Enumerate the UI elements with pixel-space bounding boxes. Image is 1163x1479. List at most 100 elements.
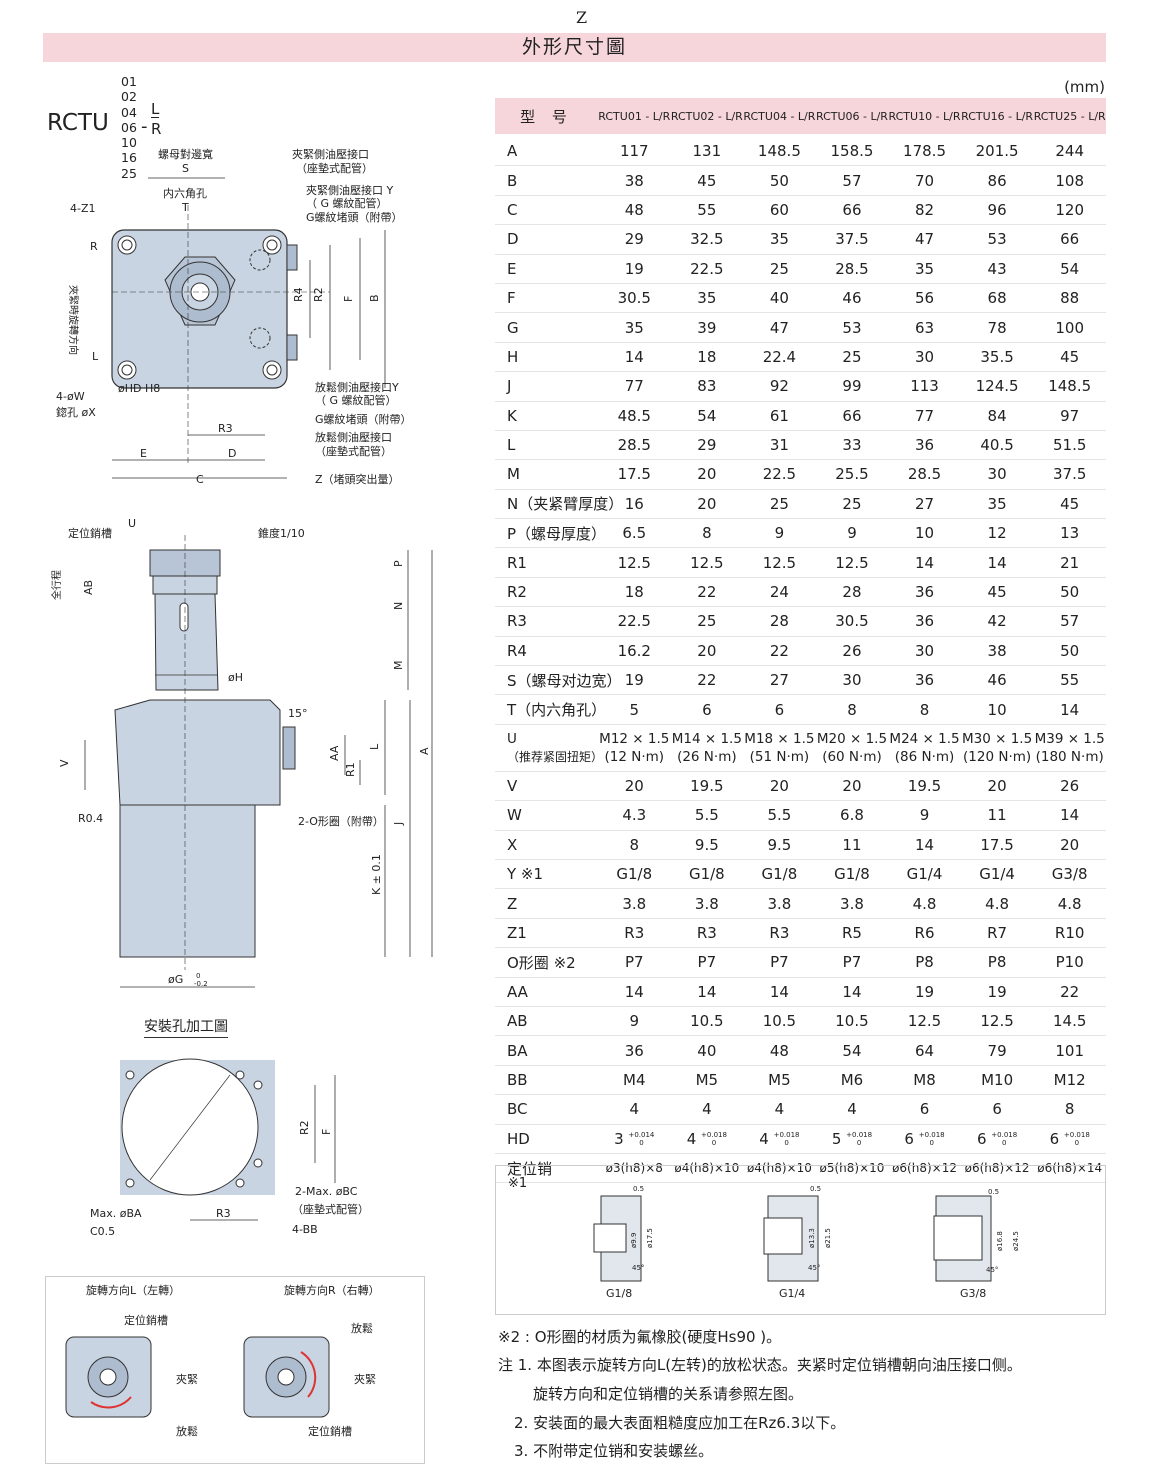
table-cell: G1/8 [670, 859, 744, 890]
table-cell: 10.5 [815, 1006, 889, 1037]
table-cell: G1/4 [960, 859, 1034, 890]
table-cell: 99 [815, 371, 889, 402]
row-label: D [495, 224, 598, 255]
row-label: L [495, 430, 598, 461]
table-cell: G1/4 [888, 859, 961, 890]
table-cell: R3 [598, 918, 671, 949]
table-cell: 9 [598, 1006, 671, 1037]
table-cell: 37.5 [815, 224, 889, 255]
label-d: D [228, 447, 236, 460]
fig-angle: 45° [632, 1264, 644, 1272]
model-dir-r: R [151, 120, 162, 138]
u-sublabel: （推荐紧固扭矩） [507, 749, 604, 764]
table-cell: M10 [960, 1065, 1034, 1096]
table-cell: 14 [598, 977, 671, 1007]
table-cell: 3.8 [743, 888, 816, 919]
table-cell: 30.5 [598, 283, 671, 314]
label-clamp-port-pad: 夾緊側油壓接口 [292, 147, 369, 161]
table-cell: 28.5 [815, 254, 889, 284]
table-cell: R7 [960, 918, 1034, 949]
table-cell: 47 [743, 312, 816, 343]
mount-label-pad-pipe: （座墊式配管） [292, 1202, 369, 1216]
table-cell: 35 [670, 283, 744, 314]
label-g-thread-pipe2: （ G 螺紋配管） [315, 393, 397, 407]
table-cell: 100 [1033, 312, 1106, 343]
table-cell: 40 [670, 1035, 744, 1066]
table-cell: P8 [960, 947, 1034, 978]
label-l2: L [368, 743, 381, 750]
figure-1-label: ※1 [508, 1176, 528, 1191]
table-cell: 12.5 [815, 547, 889, 578]
rot-release-l: 放鬆 [176, 1424, 198, 1438]
table-cell: 8 [888, 694, 961, 725]
label-l: L [92, 350, 99, 363]
table-cell: M4 [598, 1065, 671, 1096]
table-cell: 26 [1033, 771, 1106, 802]
table-cell: 97 [1033, 401, 1106, 431]
page-letter: Z [575, 8, 588, 27]
fig-d2: ø17.5 [646, 1228, 654, 1248]
fig-dim: 0.5 [810, 1185, 821, 1193]
table-cell: 47 [888, 224, 961, 255]
table-cell: 20 [960, 771, 1034, 802]
table-cell: 56 [888, 283, 961, 314]
table-cell: 25 [815, 342, 889, 373]
table-cell: 36 [888, 577, 961, 608]
table-cell: 30 [888, 342, 961, 373]
label-x: 鍃孔 øX [56, 405, 96, 419]
row-label: S（螺母对边宽） [495, 665, 622, 696]
table-cell: 19.5 [670, 771, 744, 802]
table-cell: 13 [1033, 518, 1106, 549]
label-z: Z（堵頭突出量） [315, 472, 400, 486]
u-cell: M14 × 1.5(26 N·m) [670, 724, 744, 772]
label-r1: R1 [344, 762, 357, 777]
table-cell: 77 [598, 371, 671, 402]
u-label: U [507, 730, 517, 747]
table-cell: 22.4 [743, 342, 816, 373]
table-cell: 33 [815, 430, 889, 461]
table-cell: 6 [743, 694, 816, 725]
header-model: RCTU02 - L/R [670, 98, 744, 137]
table-cell: 4 [815, 1094, 889, 1125]
table-cell: 40.5 [960, 430, 1034, 461]
table-cell: 14 [1033, 800, 1106, 831]
rot-clamp-r: 夾緊 [354, 1373, 376, 1386]
table-cell: 35 [888, 254, 961, 284]
label-release-port-pad: 放鬆側油壓接口 [315, 430, 392, 444]
fig-d1: ø16.8 [996, 1231, 1004, 1251]
table-cell: 19.5 [888, 771, 961, 802]
label-r4: R4 [292, 287, 305, 302]
row-label: Z [495, 888, 598, 919]
table-cell: 10.5 [670, 1006, 744, 1037]
row-label: T（内六角孔） [495, 694, 606, 725]
table-cell: R6 [888, 918, 961, 949]
table-cell: 9 [743, 518, 816, 549]
table-cell: 4.8 [960, 888, 1034, 919]
header-label: 型 号 [495, 98, 598, 137]
table-row-pin: 定位销 ø3(h8)×8 ø4(h8)×10 ø4(h8)×10 ø5(h8)×… [495, 1153, 1106, 1184]
label-s: S [182, 162, 189, 175]
label-r: R [90, 240, 98, 253]
table-cell: P7 [670, 947, 744, 978]
table-cell: 28 [743, 606, 816, 637]
table-cell: 39 [670, 312, 744, 343]
table-cell: 120 [1033, 195, 1106, 226]
note-1b: 旋转方向和定位销槽的关系请参照左图。 [533, 1385, 804, 1403]
row-label: R1 [495, 547, 598, 578]
table-cell: 35 [743, 224, 816, 255]
header-model: RCTU16 - L/R [960, 98, 1034, 137]
table-cell: 48 [598, 195, 671, 226]
row-label: M [495, 459, 598, 490]
